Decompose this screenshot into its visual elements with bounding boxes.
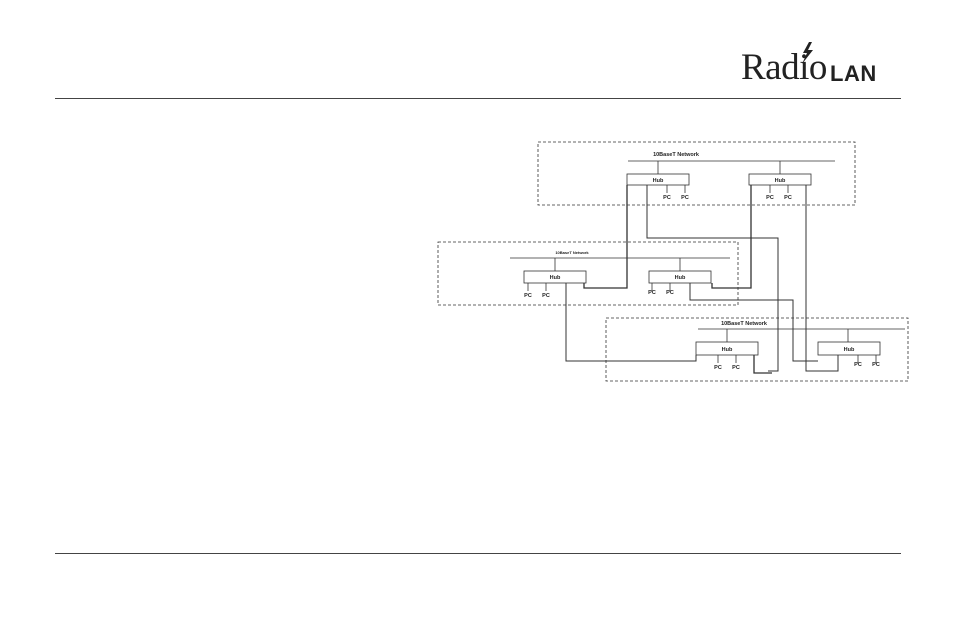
pc-label: PC (663, 195, 671, 201)
network-3-label: 10BaseT Network (721, 321, 768, 327)
pc-label: PC (524, 293, 532, 299)
hub-2a-label: Hub (550, 275, 561, 281)
pc-label: PC (666, 290, 674, 296)
link-hub1a-hub3b (646, 185, 779, 372)
header-divider (55, 98, 901, 99)
network-1-label: 10BaseT Network (653, 152, 700, 158)
pc-label: PC (732, 365, 740, 371)
pc-label: PC (542, 293, 550, 299)
hub-2b (648, 270, 712, 284)
hub-3a (695, 341, 759, 356)
network-2-label: 10BaseT Network (555, 250, 589, 255)
hub-3a-label: Hub (722, 347, 733, 353)
link-hub3a-loop (753, 355, 772, 374)
link-hub1b-hub3b (805, 185, 839, 372)
logo-serif-text: Radio (741, 47, 827, 88)
hub-1b (748, 173, 812, 186)
network-diagram: 10BaseT Network 10BaseT Network 10BaseT … (437, 141, 909, 382)
hub-2b-label: Hub (675, 275, 686, 281)
hub-2a (523, 270, 587, 284)
hub-1b-label: Hub (775, 178, 786, 184)
pc-label: PC (872, 362, 880, 368)
link-hub2a-hub3a (565, 283, 697, 362)
radiolan-logo: Radio LAN (738, 42, 898, 90)
link-hub1a-hub2a (583, 185, 628, 289)
link-hub2b-hub3b (689, 283, 818, 362)
network-2-boundary (437, 241, 739, 306)
pc-label: PC (681, 195, 689, 201)
pc-label: PC (766, 195, 774, 201)
network-3-boundary (605, 317, 909, 382)
footer-divider (55, 553, 901, 554)
logo-sans-text: LAN (830, 61, 877, 86)
pc-label: PC (784, 195, 792, 201)
lightning-bolt-icon (802, 42, 813, 64)
pc-label: PC (854, 362, 862, 368)
hub-1a (626, 173, 690, 186)
link-hub1b-hub2b (711, 185, 752, 289)
hub-1a-label: Hub (653, 178, 664, 184)
hub-3b-label: Hub (844, 347, 855, 353)
hub-3b (817, 341, 881, 356)
pc-label: PC (714, 365, 722, 371)
pc-label: PC (648, 290, 656, 296)
